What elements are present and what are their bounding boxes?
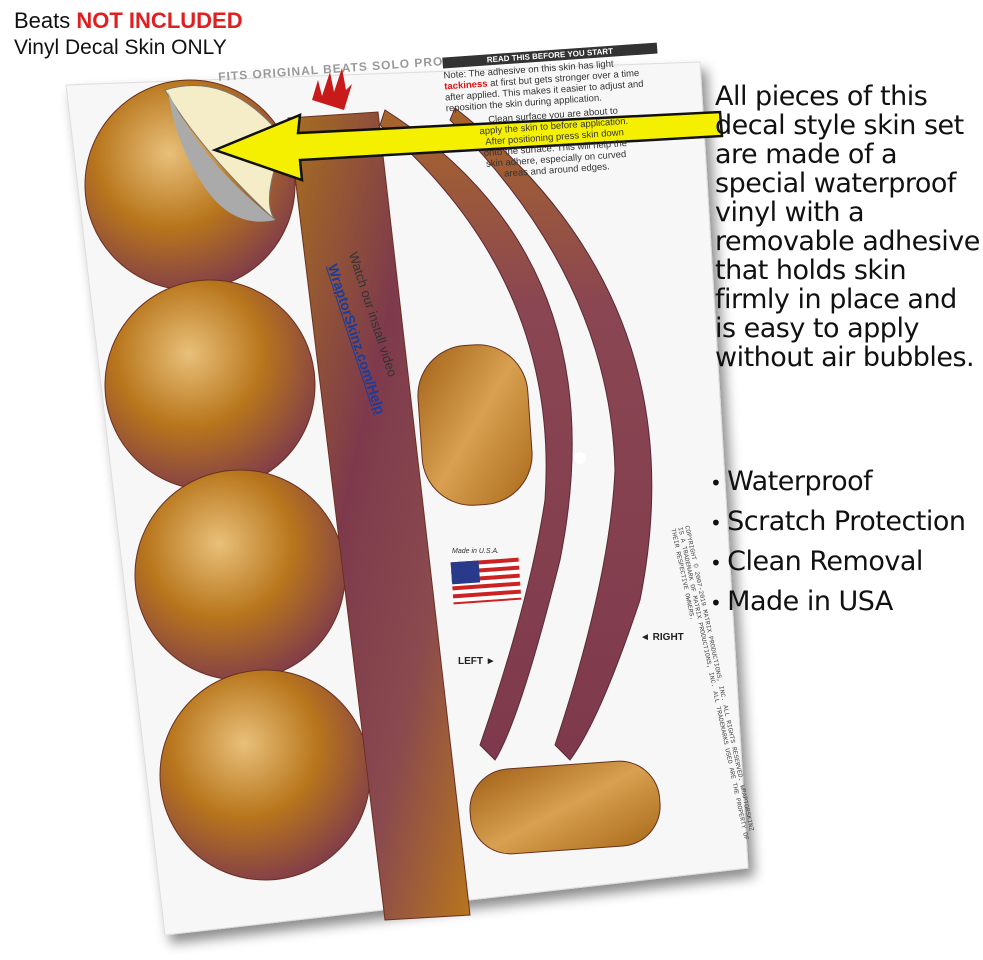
feature-waterproof: Waterproof [710, 466, 873, 497]
yellow-arrow [211, 110, 724, 182]
headband-strip [287, 111, 471, 921]
header-line-2: Vinyl Decal Skin ONLY [14, 36, 227, 59]
feature-clean-removal: Clean Removal [710, 546, 923, 577]
pad-piece-top [417, 344, 533, 506]
header-line-1: Beats NOT INCLUDED [14, 8, 243, 34]
made-in-usa-label: Made in U.S.A. [452, 548, 500, 555]
header-prefix: Beats [14, 8, 77, 33]
clean-instructions: Clean surface you are about to apply the… [479, 105, 629, 180]
description-text: All pieces of this decal style skin set … [715, 81, 980, 373]
us-flag-icon [450, 557, 522, 605]
pad-piece-bottom [469, 760, 661, 855]
headband-piece-right [449, 107, 653, 761]
headband-piece-left [379, 109, 573, 761]
not-included-label: NOT INCLUDED [76, 8, 243, 33]
left-label: LEFT ► [458, 656, 496, 667]
feature-scratch-protection: Scratch Protection [710, 506, 966, 537]
wraptor-logo [312, 68, 352, 110]
right-label: ◄ RIGHT [640, 632, 684, 643]
feature-made-in-usa: Made in USA [710, 586, 893, 617]
ear-cup-circles [84, 79, 371, 881]
